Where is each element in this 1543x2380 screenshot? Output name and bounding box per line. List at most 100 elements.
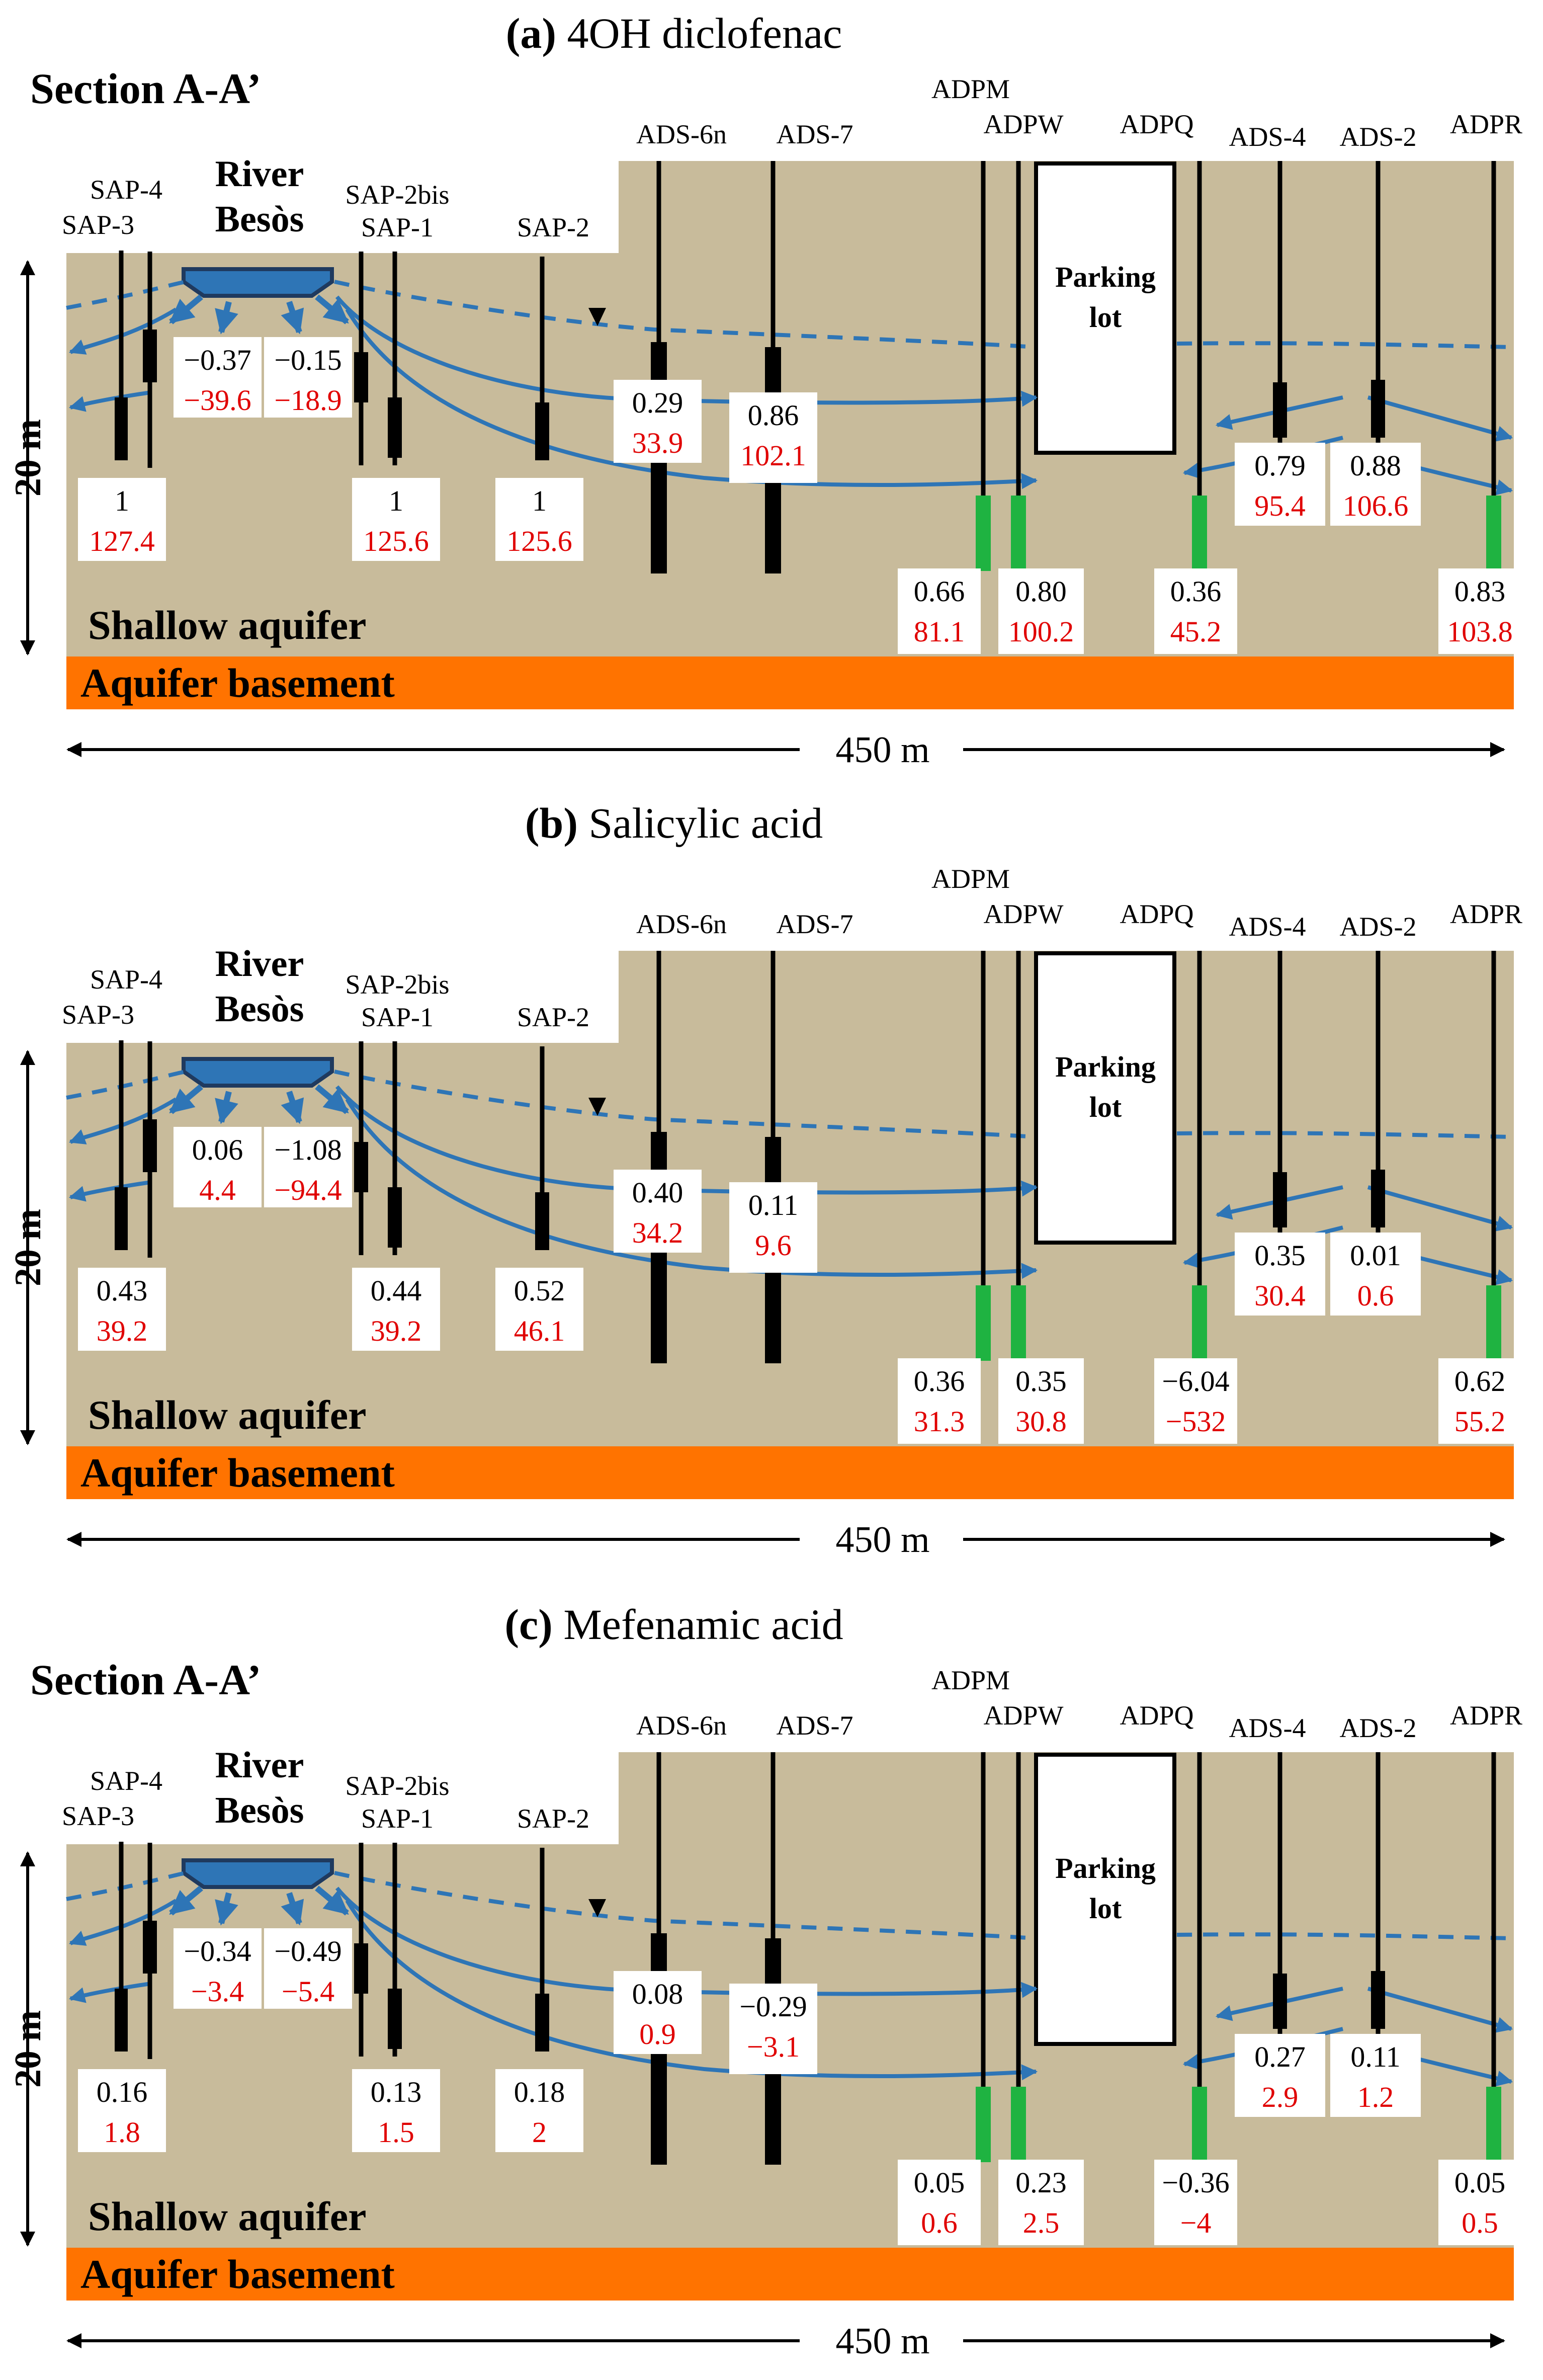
value-box (78, 478, 166, 561)
well-screen (115, 1989, 128, 2051)
value-box-percent: 100.2 (1008, 615, 1074, 648)
value-box-index: 1 (389, 484, 403, 517)
recharge-arrow (315, 294, 349, 324)
value-box-percent: 55.2 (1454, 1405, 1506, 1438)
well-screen (976, 1285, 991, 1361)
well-screen (388, 397, 402, 458)
value-box-percent: 95.4 (1254, 489, 1306, 522)
well-label: ADS-7 (776, 1710, 853, 1741)
well-label: ADS-6n (636, 119, 727, 149)
parking-lot-label: Parking (1055, 1050, 1156, 1083)
value-box-index: −0.36 (1162, 2166, 1229, 2199)
water-table-line (334, 1070, 1037, 1139)
well-label: SAP-2 (517, 1803, 589, 1834)
panel-title: (c) Mefenamic acid (504, 1600, 843, 1649)
value-box (998, 1358, 1084, 1444)
value-box-percent: −3.4 (191, 1975, 244, 2008)
well-label: ADPW (984, 1700, 1064, 1731)
flow-line (1418, 466, 1513, 496)
well-screen (143, 1921, 157, 1974)
well-screen (1011, 2087, 1026, 2162)
section-label: Section A-A’ (30, 1656, 261, 1704)
value-box-index: 0.66 (914, 575, 965, 608)
well-label: SAP-1 (361, 1002, 434, 1032)
value-box (1235, 443, 1325, 526)
value-box (614, 1170, 702, 1253)
parking-lot (1034, 161, 1176, 455)
well-label: ADPR (1450, 899, 1522, 929)
value-box-percent: −532 (1166, 1405, 1226, 1438)
value-box-percent: 4.4 (199, 1174, 236, 1206)
well-screen (115, 1187, 128, 1250)
aquifer-basement-layer (66, 2248, 1514, 2301)
well-label: ADPW (984, 109, 1064, 139)
recharge-arrow (281, 1091, 304, 1124)
aquifer-basement-label: Aquifer basement (80, 2251, 395, 2297)
value-box-percent: −39.6 (184, 384, 251, 417)
well-label: ADS-2 (1339, 912, 1416, 942)
value-box (78, 1268, 166, 1351)
well-label: SAP-3 (62, 1801, 134, 1831)
value-box (898, 1358, 981, 1444)
value-box (174, 1127, 262, 1207)
river-besos (182, 1057, 334, 1088)
river-label: River (215, 1745, 304, 1786)
value-box (1438, 568, 1521, 654)
value-box (1154, 1358, 1237, 1444)
value-box-index: 0.23 (1015, 2166, 1067, 2199)
aquifer-basement-layer (66, 1446, 1514, 1499)
well-label: SAP-3 (62, 1000, 134, 1030)
well-screen (354, 352, 368, 402)
well-screen (388, 1187, 402, 1248)
value-box-percent: 34.2 (632, 1216, 683, 1249)
well-label: ADS-6n (636, 909, 727, 939)
value-box-percent: 125.6 (363, 525, 429, 557)
value-box-index: −6.04 (1162, 1365, 1229, 1398)
panel-letter: (a) (506, 9, 567, 57)
value-box-index: 0.36 (1170, 575, 1222, 608)
well-screen (354, 1142, 368, 1192)
value-box-index: 0.08 (632, 1978, 683, 2010)
value-box (495, 478, 583, 561)
value-box-percent: −4 (1180, 2206, 1212, 2239)
well-label: ADS-7 (776, 119, 853, 149)
depth-scale-label: 20 m (8, 1209, 49, 1286)
well-label: ADPQ (1120, 109, 1193, 139)
water-table-line (334, 280, 1037, 349)
parking-lot-label: lot (1089, 1091, 1122, 1123)
value-box-percent: 2.5 (1023, 2206, 1060, 2239)
value-box-percent: 46.1 (514, 1315, 565, 1347)
length-scale-label: 450 m (835, 729, 929, 771)
well-label: ADPM (931, 1665, 1010, 1695)
panel-title: (b) Salicylic acid (525, 799, 823, 847)
value-box-index: 0.35 (1015, 1365, 1067, 1398)
value-box-percent: 2 (532, 2116, 547, 2149)
value-box-index: 1 (532, 484, 547, 517)
well-screen (1192, 2087, 1207, 2162)
recharge-arrow (215, 1091, 238, 1124)
shallow-aquifer-label: Shallow aquifer (88, 2193, 367, 2239)
well-label: SAP-2 (517, 212, 589, 242)
value-box-percent: 0.6 (921, 2206, 958, 2239)
water-table-line (66, 1871, 187, 1901)
value-box-index: 0.18 (514, 2076, 565, 2108)
well-screen (354, 1943, 368, 1994)
value-box (1330, 443, 1421, 526)
value-box (1438, 2160, 1521, 2245)
well-label: ADS-2 (1339, 1713, 1416, 1743)
value-box-index: 0.35 (1254, 1239, 1306, 1272)
value-box-index: 0.88 (1350, 449, 1401, 482)
compound-name: Mefenamic acid (563, 1600, 843, 1649)
recharge-arrow (169, 1885, 203, 1916)
recharge-arrow (215, 301, 238, 335)
flow-line (68, 390, 151, 412)
value-box-percent: −5.4 (282, 1975, 334, 2008)
well-label: ADPW (984, 899, 1064, 929)
ground-fill (372, 1043, 619, 1072)
well-label: ADPR (1450, 109, 1522, 139)
value-box-index: 0.11 (1350, 2040, 1400, 2073)
river-label: Besòs (215, 1790, 304, 1831)
panel-letter: (b) (525, 799, 589, 847)
value-box-index: 0.40 (632, 1176, 683, 1209)
